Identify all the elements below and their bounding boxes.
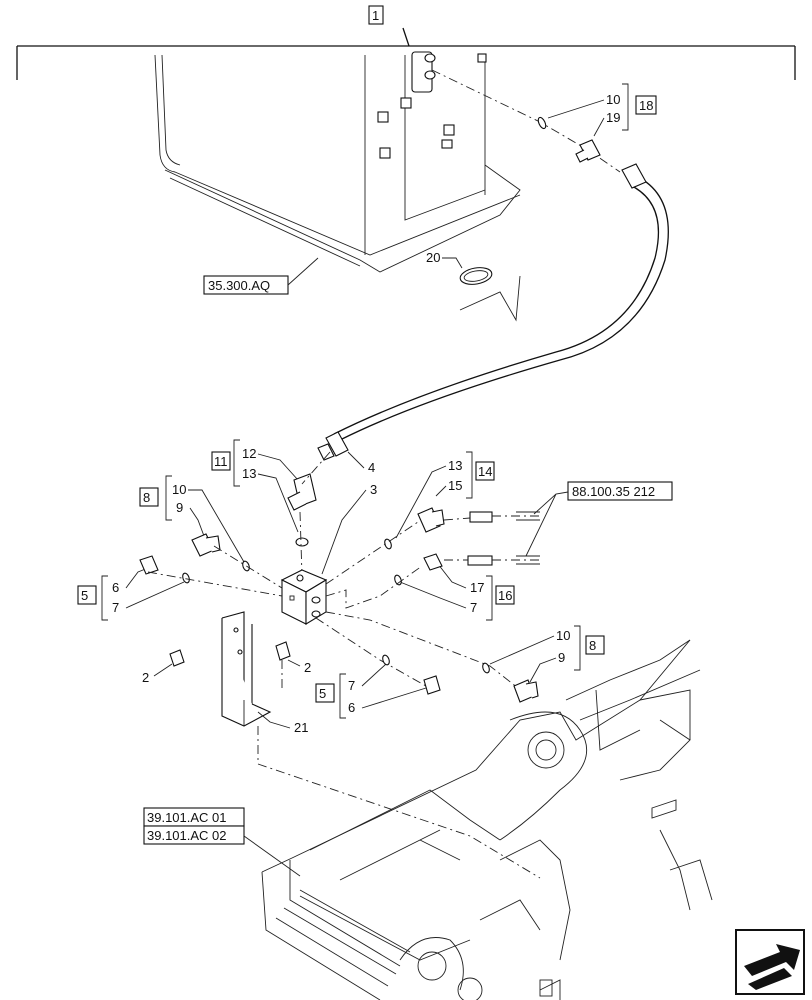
- svg-text:10: 10: [606, 92, 620, 107]
- adapter-17: [423, 553, 443, 571]
- svg-text:10: 10: [172, 482, 186, 497]
- hydraulic-tank: [154, 51, 521, 273]
- callout-box-5-right[interactable]: 5: [315, 683, 335, 703]
- svg-text:11: 11: [214, 454, 228, 469]
- svg-text:5: 5: [319, 686, 326, 701]
- callout-group-18: 10 19: [547, 83, 629, 137]
- svg-text:14: 14: [478, 464, 492, 479]
- callout-group-14: 13 15: [395, 451, 473, 539]
- o-ring-7b: [394, 574, 402, 586]
- callout-box-5-left[interactable]: 5: [77, 585, 97, 605]
- adapter-9-left: [191, 533, 221, 557]
- svg-text:3: 3: [370, 482, 377, 497]
- svg-text:6: 6: [348, 700, 355, 715]
- svg-text:8: 8: [143, 490, 150, 505]
- o-ring-7-right: [382, 654, 390, 666]
- svg-text:13: 13: [242, 466, 256, 481]
- adapter-15: [417, 507, 445, 533]
- svg-text:7: 7: [470, 600, 477, 615]
- callout-box-8-right[interactable]: 8: [585, 635, 605, 655]
- svg-text:10: 10: [556, 628, 570, 643]
- svg-text:39.101.AC 01: 39.101.AC 01: [147, 810, 227, 825]
- svg-text:13: 13: [448, 458, 462, 473]
- bolt-2-left: [169, 649, 185, 667]
- callout-box-14[interactable]: 14: [475, 461, 495, 481]
- callout-box-18[interactable]: 18: [635, 95, 657, 115]
- svg-text:7: 7: [112, 600, 119, 615]
- svg-text:7: 7: [348, 678, 355, 693]
- callout-box-11[interactable]: 11: [211, 451, 231, 471]
- adapter-6-left: [139, 555, 159, 575]
- callout-group-16: 17 7: [399, 563, 493, 621]
- adapter-9-right: [513, 679, 539, 703]
- mounting-bracket: [221, 611, 272, 727]
- svg-text:5: 5: [81, 588, 88, 603]
- svg-text:9: 9: [558, 650, 565, 665]
- svg-text:17: 17: [470, 580, 484, 595]
- frame-reference-label-2[interactable]: 39.101.AC 02: [143, 825, 245, 845]
- o-ring-13a: [295, 537, 309, 547]
- svg-text:18: 18: [639, 98, 653, 113]
- tank-reference-label[interactable]: 35.300.AQ: [203, 275, 289, 295]
- callout-group-8-left: 10 9: [165, 475, 245, 563]
- o-ring-7-left: [182, 572, 190, 584]
- valve-block: [280, 569, 328, 625]
- assembly-number-box[interactable]: 1: [368, 5, 384, 25]
- svg-text:9: 9: [176, 500, 183, 515]
- o-ring-upper: [537, 116, 547, 130]
- o-ring-10-left: [242, 560, 250, 572]
- callout-20: 20: [426, 250, 521, 322]
- assembly-number: 1: [372, 8, 379, 23]
- callout-box-16[interactable]: 16: [495, 585, 515, 605]
- adapter-19: [575, 139, 601, 163]
- svg-text:8: 8: [589, 638, 596, 653]
- elbow-fitting-12: [287, 473, 317, 511]
- svg-text:2: 2: [304, 660, 311, 675]
- machine-frame: [261, 639, 713, 1000]
- callout-group-5-right: 7 6: [339, 663, 427, 719]
- callout-group-11: 12 13: [233, 439, 299, 533]
- svg-text:20: 20: [426, 250, 440, 265]
- hose-ends: [443, 511, 540, 566]
- svg-text:19: 19: [606, 110, 620, 125]
- svg-text:21: 21: [294, 720, 308, 735]
- adapter-6-right: [423, 675, 441, 695]
- svg-text:6: 6: [112, 580, 119, 595]
- next-page-arrow-icon[interactable]: [735, 929, 805, 995]
- svg-text:12: 12: [242, 446, 256, 461]
- callout-group-5-left: 6 7: [101, 567, 185, 621]
- hoses-reference-label[interactable]: 88.100.35 212: [567, 481, 673, 501]
- svg-text:15: 15: [448, 478, 462, 493]
- svg-text:16: 16: [498, 588, 512, 603]
- callout-box-8-left[interactable]: 8: [139, 487, 159, 507]
- assembly-bracket: [16, 27, 796, 80]
- svg-text:2: 2: [142, 670, 149, 685]
- callout-group-8-right: 10 9: [489, 625, 581, 683]
- svg-text:35.300.AQ: 35.300.AQ: [208, 278, 270, 293]
- o-ring-10-right: [482, 662, 490, 674]
- svg-text:88.100.35 212: 88.100.35 212: [572, 484, 655, 499]
- svg-text:39.101.AC 02: 39.101.AC 02: [147, 828, 227, 843]
- frame-reference-label-1[interactable]: 39.101.AC 01: [143, 807, 245, 827]
- bolt-2-right: [275, 641, 291, 661]
- svg-text:4: 4: [368, 460, 375, 475]
- hydraulic-hose: [317, 163, 669, 461]
